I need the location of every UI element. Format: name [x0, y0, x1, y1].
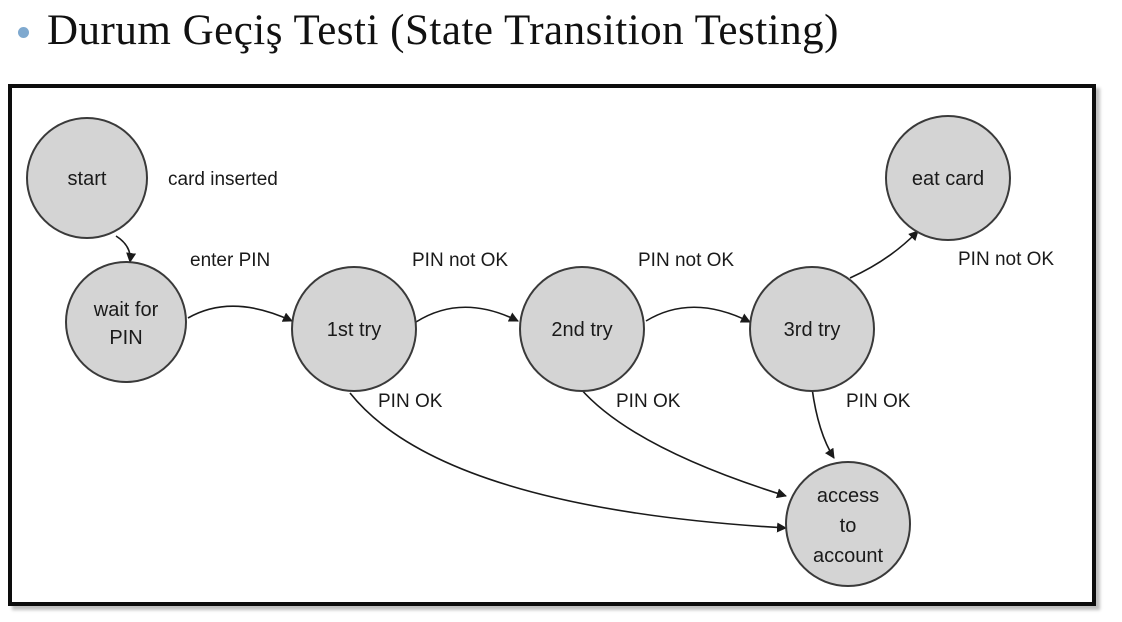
edge-label-card-inserted: card inserted — [168, 169, 278, 190]
state-start-label: start — [68, 168, 107, 190]
state-2nd-try: 2nd try — [519, 266, 645, 392]
state-access-label-line2: to — [840, 515, 857, 537]
state-2nd-try-label: 2nd try — [551, 319, 612, 341]
state-3rd-try-label: 3rd try — [784, 319, 841, 341]
edge-label-enter-pin: enter PIN — [190, 250, 270, 271]
edge-label-pin-ok-3: PIN OK — [846, 391, 911, 412]
state-access-to-account: access to account — [785, 461, 911, 587]
state-1st-try: 1st try — [291, 266, 417, 392]
state-3rd-try: 3rd try — [749, 266, 875, 392]
edge-wait-to-1st — [187, 305, 293, 322]
state-1st-try-label: 1st try — [327, 319, 381, 341]
edge-2nd-to-3rd — [645, 306, 751, 323]
edge-3rd-to-access — [811, 387, 835, 459]
title-text: Durum Geçiş Testi (State Transition Test… — [47, 7, 839, 54]
bullet-icon — [18, 27, 29, 38]
edge-1st-to-access — [349, 392, 787, 533]
edge-1st-to-2nd — [415, 306, 519, 323]
state-diagram: start wait for PIN 1st try 2nd try 3rd t… — [26, 115, 1054, 587]
edge-label-pin-ok-1: PIN OK — [378, 391, 443, 412]
edge-start-to-wait — [115, 235, 137, 263]
edge-label-pin-not-ok-3: PIN not OK — [958, 249, 1054, 270]
state-start: start — [26, 117, 148, 239]
edge-label-pin-ok-2: PIN OK — [616, 391, 681, 412]
state-diagram-frame: start wait for PIN 1st try 2nd try 3rd t… — [8, 84, 1096, 606]
state-wait-for-pin-label-line1: wait for — [93, 299, 159, 321]
edge-label-pin-not-ok-1: PIN not OK — [412, 250, 508, 271]
state-access-label-line1: access — [817, 485, 879, 507]
slide-title: Durum Geçiş Testi (State Transition Test… — [18, 6, 839, 55]
edge-3rd-to-eat — [849, 230, 919, 279]
state-eat-card-label: eat card — [912, 168, 984, 190]
edge-label-pin-not-ok-2: PIN not OK — [638, 250, 734, 271]
edge-2nd-to-access — [579, 387, 787, 499]
state-wait-for-pin: wait for PIN — [65, 261, 187, 383]
state-wait-for-pin-label-line2: PIN — [109, 327, 142, 349]
state-access-label-line3: account — [813, 545, 883, 567]
state-eat-card: eat card — [885, 115, 1011, 241]
